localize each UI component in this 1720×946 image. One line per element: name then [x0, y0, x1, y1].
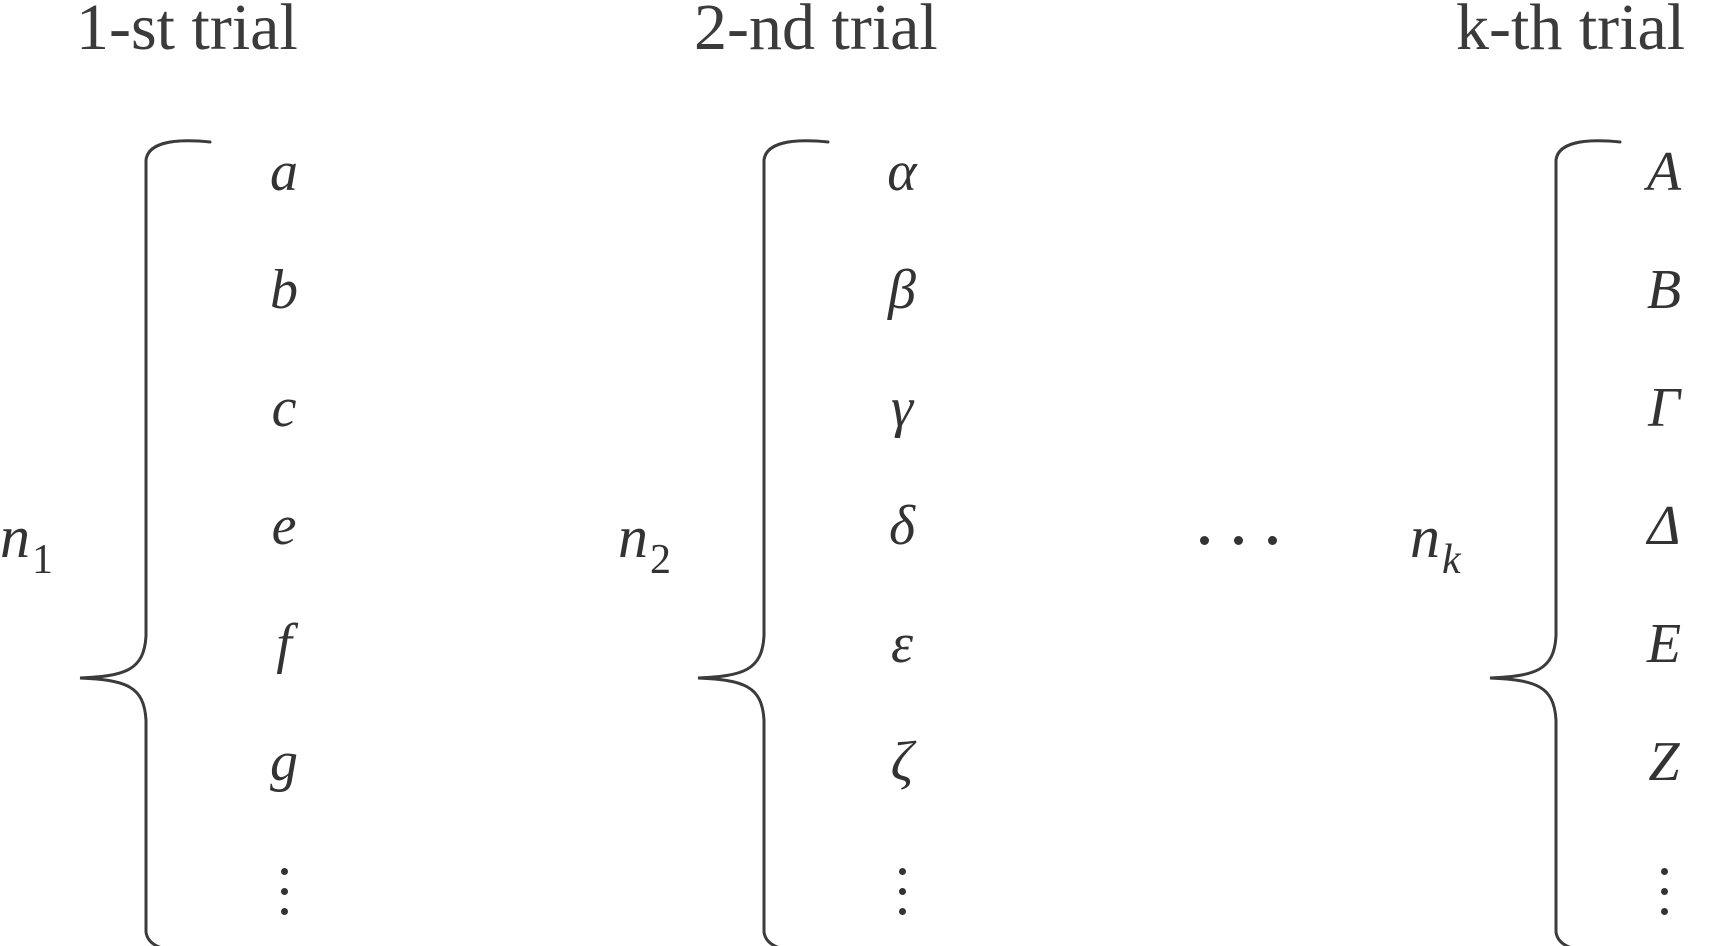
trial-1-count-symbol: n	[0, 504, 30, 570]
trial-k-vertical-ellipsis	[1624, 864, 1704, 924]
trial-2-count-label: n2	[618, 502, 671, 583]
trial-k-outcome-4: Δ	[1647, 495, 1681, 557]
trial-k-outcome-5: E	[1646, 613, 1682, 675]
trial-2-outcome-4: δ	[888, 495, 916, 557]
trial-2-outcome-6: ζ	[890, 731, 914, 793]
trial-2-brace	[697, 139, 830, 946]
trial-k-count-subscript: k	[1442, 537, 1461, 583]
trial-1-title: 1-st trial	[76, 0, 298, 64]
trial-1-vertical-ellipsis	[244, 864, 324, 924]
trial-1-brace	[79, 139, 212, 946]
trial-1-group: 1-st trial n1 a b c e f g	[0, 0, 520, 946]
trial-k-outcome-6: Z	[1648, 731, 1680, 793]
trial-1-outcome-2: b	[270, 259, 298, 321]
trial-2-outcome-3: γ	[890, 377, 914, 439]
trial-2-outcome-5: ε	[890, 613, 914, 675]
trial-2-title: 2-nd trial	[694, 0, 938, 64]
trial-2-outcome-2: β	[888, 259, 916, 321]
trial-k-title: k-th trial	[1456, 0, 1686, 64]
trials-horizontal-ellipsis	[1196, 530, 1286, 550]
trial-k-outcome-3: Γ	[1648, 377, 1680, 439]
trial-k-group: k-th trial nk A B Γ Δ E Z	[1410, 0, 1720, 946]
trial-k-outcome-2: B	[1646, 259, 1682, 321]
trial-2-outcome-1: α	[887, 141, 917, 203]
trial-1-outcome-1: a	[270, 141, 298, 203]
trial-2-count-symbol: n	[618, 504, 648, 570]
trial-1-count-label: n1	[0, 502, 53, 583]
trial-k-outcome-1: A	[1646, 141, 1682, 203]
trial-2-vertical-ellipsis	[862, 864, 942, 924]
trial-k-brace	[1489, 139, 1622, 946]
trial-k-count-symbol: n	[1410, 504, 1440, 570]
trial-2-group: 2-nd trial n2 α β γ δ ε ζ	[618, 0, 1138, 946]
trial-k-count-label: nk	[1410, 502, 1461, 583]
trial-1-count-subscript: 1	[32, 537, 53, 583]
trial-1-outcome-6: g	[270, 731, 298, 793]
trial-1-outcome-3: c	[271, 377, 297, 439]
trial-2-count-subscript: 2	[650, 537, 671, 583]
trial-1-outcome-5: f	[276, 613, 292, 675]
trial-1-outcome-4: e	[271, 495, 297, 557]
